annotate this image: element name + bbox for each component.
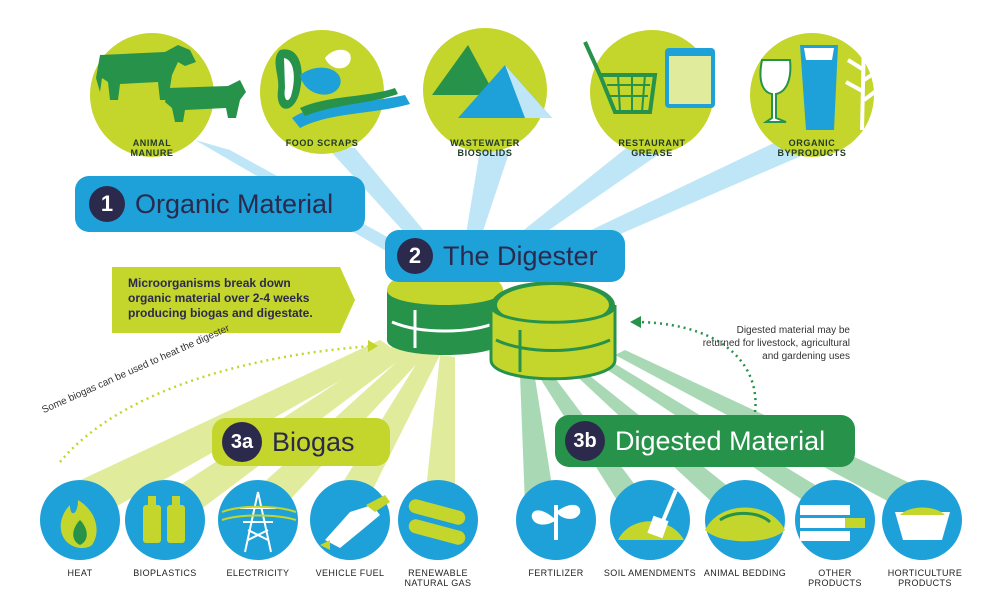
- step3a-banner: 3a Biogas: [212, 418, 390, 466]
- return-note: Digested material may be returned for li…: [702, 325, 850, 362]
- seedling-icon: [531, 504, 581, 540]
- cow-pig-icon: [96, 45, 246, 122]
- note-arrow-box: [112, 267, 355, 333]
- step2-banner: 2 The Digester: [385, 230, 625, 282]
- use-label-bedding: Animal Bedding: [703, 568, 787, 578]
- step1-banner: 1 Organic Material: [75, 176, 365, 232]
- food-scraps-icon: [275, 49, 410, 128]
- step2-title: The Digester: [443, 240, 598, 271]
- flame-icon: [60, 500, 97, 548]
- source-label-animal-manure: Animal Manure: [130, 138, 174, 158]
- digester-note: Microorganisms break down organic materi…: [128, 276, 313, 320]
- wine-beer-grain-icon: [759, 39, 884, 131]
- use-label-other: Other Products: [808, 568, 862, 588]
- use-label-soil: Soil Amendments: [603, 568, 697, 578]
- use-label-rng: Renewable Natural Gas: [404, 568, 472, 588]
- fryer-basket-icon: [583, 41, 715, 114]
- power-tower-icon: [221, 491, 297, 553]
- source-label-byproducts: Organic Byproducts: [777, 138, 847, 158]
- step3a-badge: 3a: [222, 422, 262, 462]
- heat-return-arrow: [59, 344, 373, 463]
- fuel-nozzle-icon: [320, 495, 390, 550]
- step3a-title: Biogas: [272, 426, 355, 457]
- digester-tanks: [387, 268, 617, 381]
- source-label-biosolids: Wastewater Biosolids: [450, 138, 520, 158]
- use-label-electricity: Electricity: [226, 568, 290, 578]
- step3b-badge: 3b: [565, 421, 605, 461]
- use-label-fertilizer: Fertilizer: [528, 568, 584, 578]
- boards-icon: [800, 505, 865, 541]
- gas-pipeline-icon: [408, 499, 466, 545]
- shovel-soil-icon: [618, 489, 684, 540]
- source-label-grease: Restaurant Grease: [618, 138, 686, 158]
- step3b-banner: 3b Digested Material: [555, 415, 855, 467]
- bedding-icon: [705, 507, 785, 542]
- bottles-icon: [143, 496, 185, 543]
- source-label-food-scraps: Food Scraps: [285, 138, 359, 148]
- use-label-heat: Heat: [67, 568, 93, 578]
- step3b-title: Digested Material: [615, 425, 826, 456]
- use-label-horticulture: Horticulture Products: [887, 568, 963, 588]
- biosolids-pile-icon: [432, 45, 552, 118]
- step1-badge: 1: [89, 186, 125, 222]
- step2-badge: 2: [397, 238, 433, 274]
- use-label-vehicle-fuel: Vehicle Fuel: [315, 568, 385, 578]
- planter-icon: [895, 507, 950, 540]
- use-label-bioplastics: Bioplastics: [133, 568, 197, 578]
- step1-title: Organic Material: [135, 188, 334, 219]
